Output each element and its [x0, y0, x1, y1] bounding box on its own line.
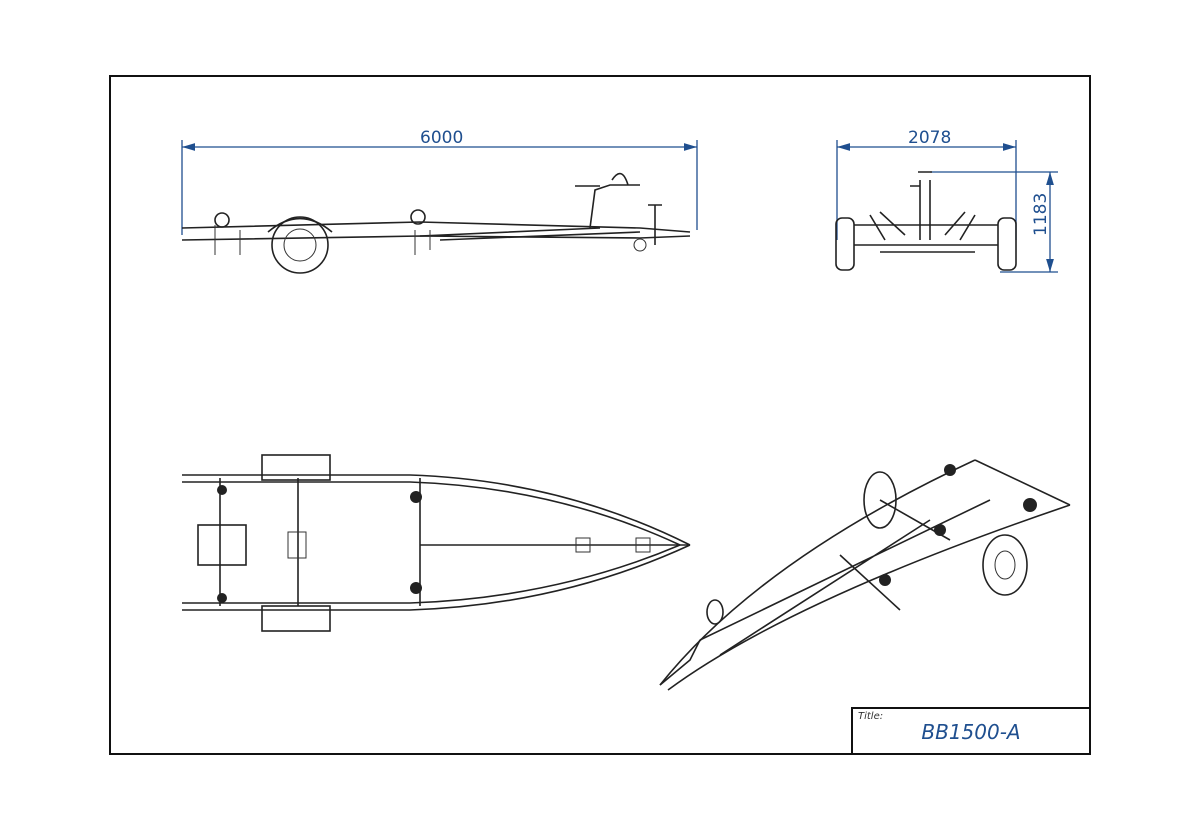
wheel-side	[271, 216, 329, 274]
wheel-right	[997, 217, 1017, 271]
wheel-iso-rear	[863, 471, 897, 529]
height-dimension: 1183	[1031, 193, 1051, 236]
top-view	[182, 454, 691, 632]
winch-bracket	[197, 524, 247, 566]
width-dimension: 2078	[908, 128, 951, 148]
length-dimension: 6000	[420, 128, 463, 148]
fender-bottom	[261, 605, 331, 632]
fender-top	[261, 454, 331, 481]
isometric-view	[659, 459, 1071, 691]
side-view: 6000	[181, 128, 698, 274]
title-value: BB1500-A	[921, 720, 1021, 744]
title-label: Title:	[858, 711, 884, 722]
wheel-left	[835, 217, 855, 271]
title-block	[851, 707, 1091, 755]
drawing-frame	[109, 75, 1091, 755]
wheel-iso-front	[982, 534, 1028, 596]
front-view: 2078 1183	[835, 128, 1058, 273]
